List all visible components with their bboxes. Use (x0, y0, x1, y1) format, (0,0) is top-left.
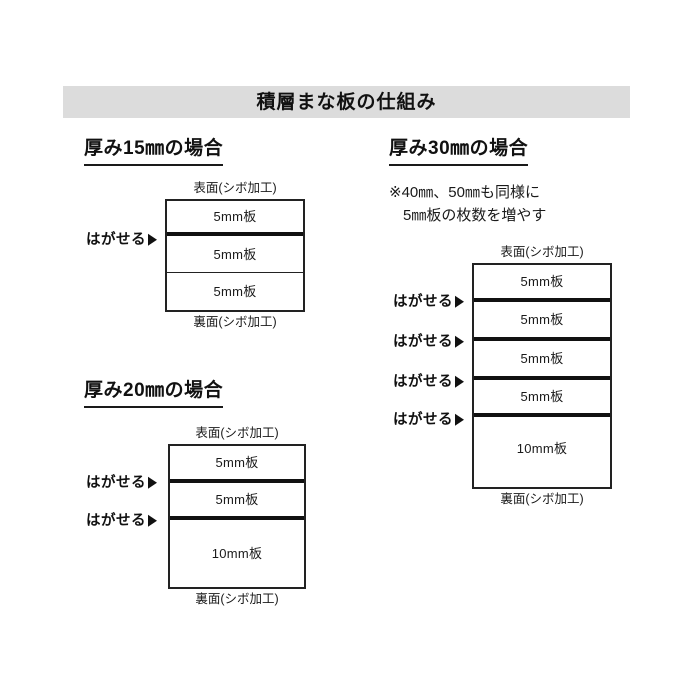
layer-label: 5mm板 (213, 209, 257, 224)
arrow-right-icon (455, 414, 464, 426)
layer-label: 5mm板 (213, 246, 257, 262)
top-face-label-15mm: 表面(シボ加工) (193, 181, 277, 195)
layer-stack-15mm: 5mm板 5mm板 5mm板 (165, 199, 305, 312)
layer-label: 5mm板 (520, 389, 564, 404)
layer-label: 5mm板 (520, 351, 564, 366)
arrow-right-icon (148, 477, 157, 489)
layer-1: 5mm板 (474, 265, 610, 302)
board-diagram-30mm: 表面(シボ加工) 5mm板 5mm板 5mm板 5mm板 10mm板 裏面(シボ… (472, 245, 612, 507)
layer-1: 5mm板 (167, 201, 303, 236)
peel-label: はがせる (393, 293, 453, 310)
peel-label: はがせる (86, 231, 146, 248)
layer-3: 10mm板 (170, 520, 304, 587)
peel-label: はがせる (393, 333, 453, 350)
peel-callout-20mm-1: はがせる (86, 476, 157, 491)
layer-label: 5mm板 (213, 284, 257, 299)
top-face-label-20mm: 表面(シボ加工) (195, 426, 279, 440)
peel-callout-15mm-1: はがせる (86, 233, 157, 248)
peel-label: はがせる (393, 373, 453, 390)
board-diagram-15mm: 表面(シボ加工) 5mm板 5mm板 5mm板 裏面(シボ加工) (165, 181, 305, 330)
bottom-face-label-30mm: 裏面(シボ加工) (500, 492, 584, 506)
peel-label: はがせる (86, 512, 146, 529)
title-banner: 積層まな板の仕組み (63, 86, 630, 118)
peel-callout-30mm-3: はがせる (393, 375, 464, 390)
peel-callout-30mm-4: はがせる (393, 413, 464, 428)
layer-label: 10mm板 (516, 440, 568, 456)
note-line-2: 5㎜板の枚数を増やす (403, 207, 547, 225)
section-heading-15mm: 厚み15㎜の場合 (84, 137, 224, 166)
top-face-label-30mm: 表面(シボ加工) (500, 245, 584, 259)
board-diagram-20mm: 表面(シボ加工) 5mm板 5mm板 10mm板 裏面(シボ加工) (168, 426, 306, 607)
arrow-right-icon (455, 296, 464, 308)
peel-callout-30mm-2: はがせる (393, 335, 464, 350)
layer-2: 5mm板 (474, 302, 610, 341)
layer-label: 5mm板 (215, 492, 259, 507)
peel-label: はがせる (393, 411, 453, 428)
layer-label: 5mm板 (520, 312, 564, 327)
layer-label: 10mm板 (211, 546, 263, 561)
arrow-right-icon (148, 515, 157, 527)
arrow-right-icon (455, 376, 464, 388)
layer-1: 5mm板 (170, 446, 304, 483)
section-heading-20mm: 厚み20㎜の場合 (84, 379, 224, 408)
peel-callout-30mm-1: はがせる (393, 295, 464, 310)
layer-3: 5mm板 (167, 273, 303, 310)
section-heading-30mm: 厚み30㎜の場合 (389, 137, 529, 166)
layer-stack-20mm: 5mm板 5mm板 10mm板 (168, 444, 306, 589)
layer-stack-30mm: 5mm板 5mm板 5mm板 5mm板 10mm板 (472, 263, 612, 489)
layer-2: 5mm板 (170, 483, 304, 520)
layer-4: 5mm板 (474, 380, 610, 417)
bottom-face-label-15mm: 裏面(シボ加工) (193, 315, 277, 329)
layer-5: 10mm板 (474, 417, 610, 479)
layer-label: 5mm板 (215, 455, 259, 470)
layer-label: 5mm板 (520, 274, 564, 289)
note-line-1: ※40㎜、50㎜も同様に (389, 184, 540, 201)
layer-2: 5mm板 (167, 236, 303, 273)
peel-label: はがせる (86, 474, 146, 491)
bottom-face-label-20mm: 裏面(シボ加工) (195, 592, 279, 606)
page-title: 積層まな板の仕組み (256, 91, 437, 113)
peel-callout-20mm-2: はがせる (86, 514, 157, 529)
section-note-30mm: ※40㎜、50㎜も同様に 5㎜板の枚数を増やす (389, 181, 546, 228)
arrow-right-icon (148, 234, 157, 246)
layer-3: 5mm板 (474, 341, 610, 380)
arrow-right-icon (455, 336, 464, 348)
